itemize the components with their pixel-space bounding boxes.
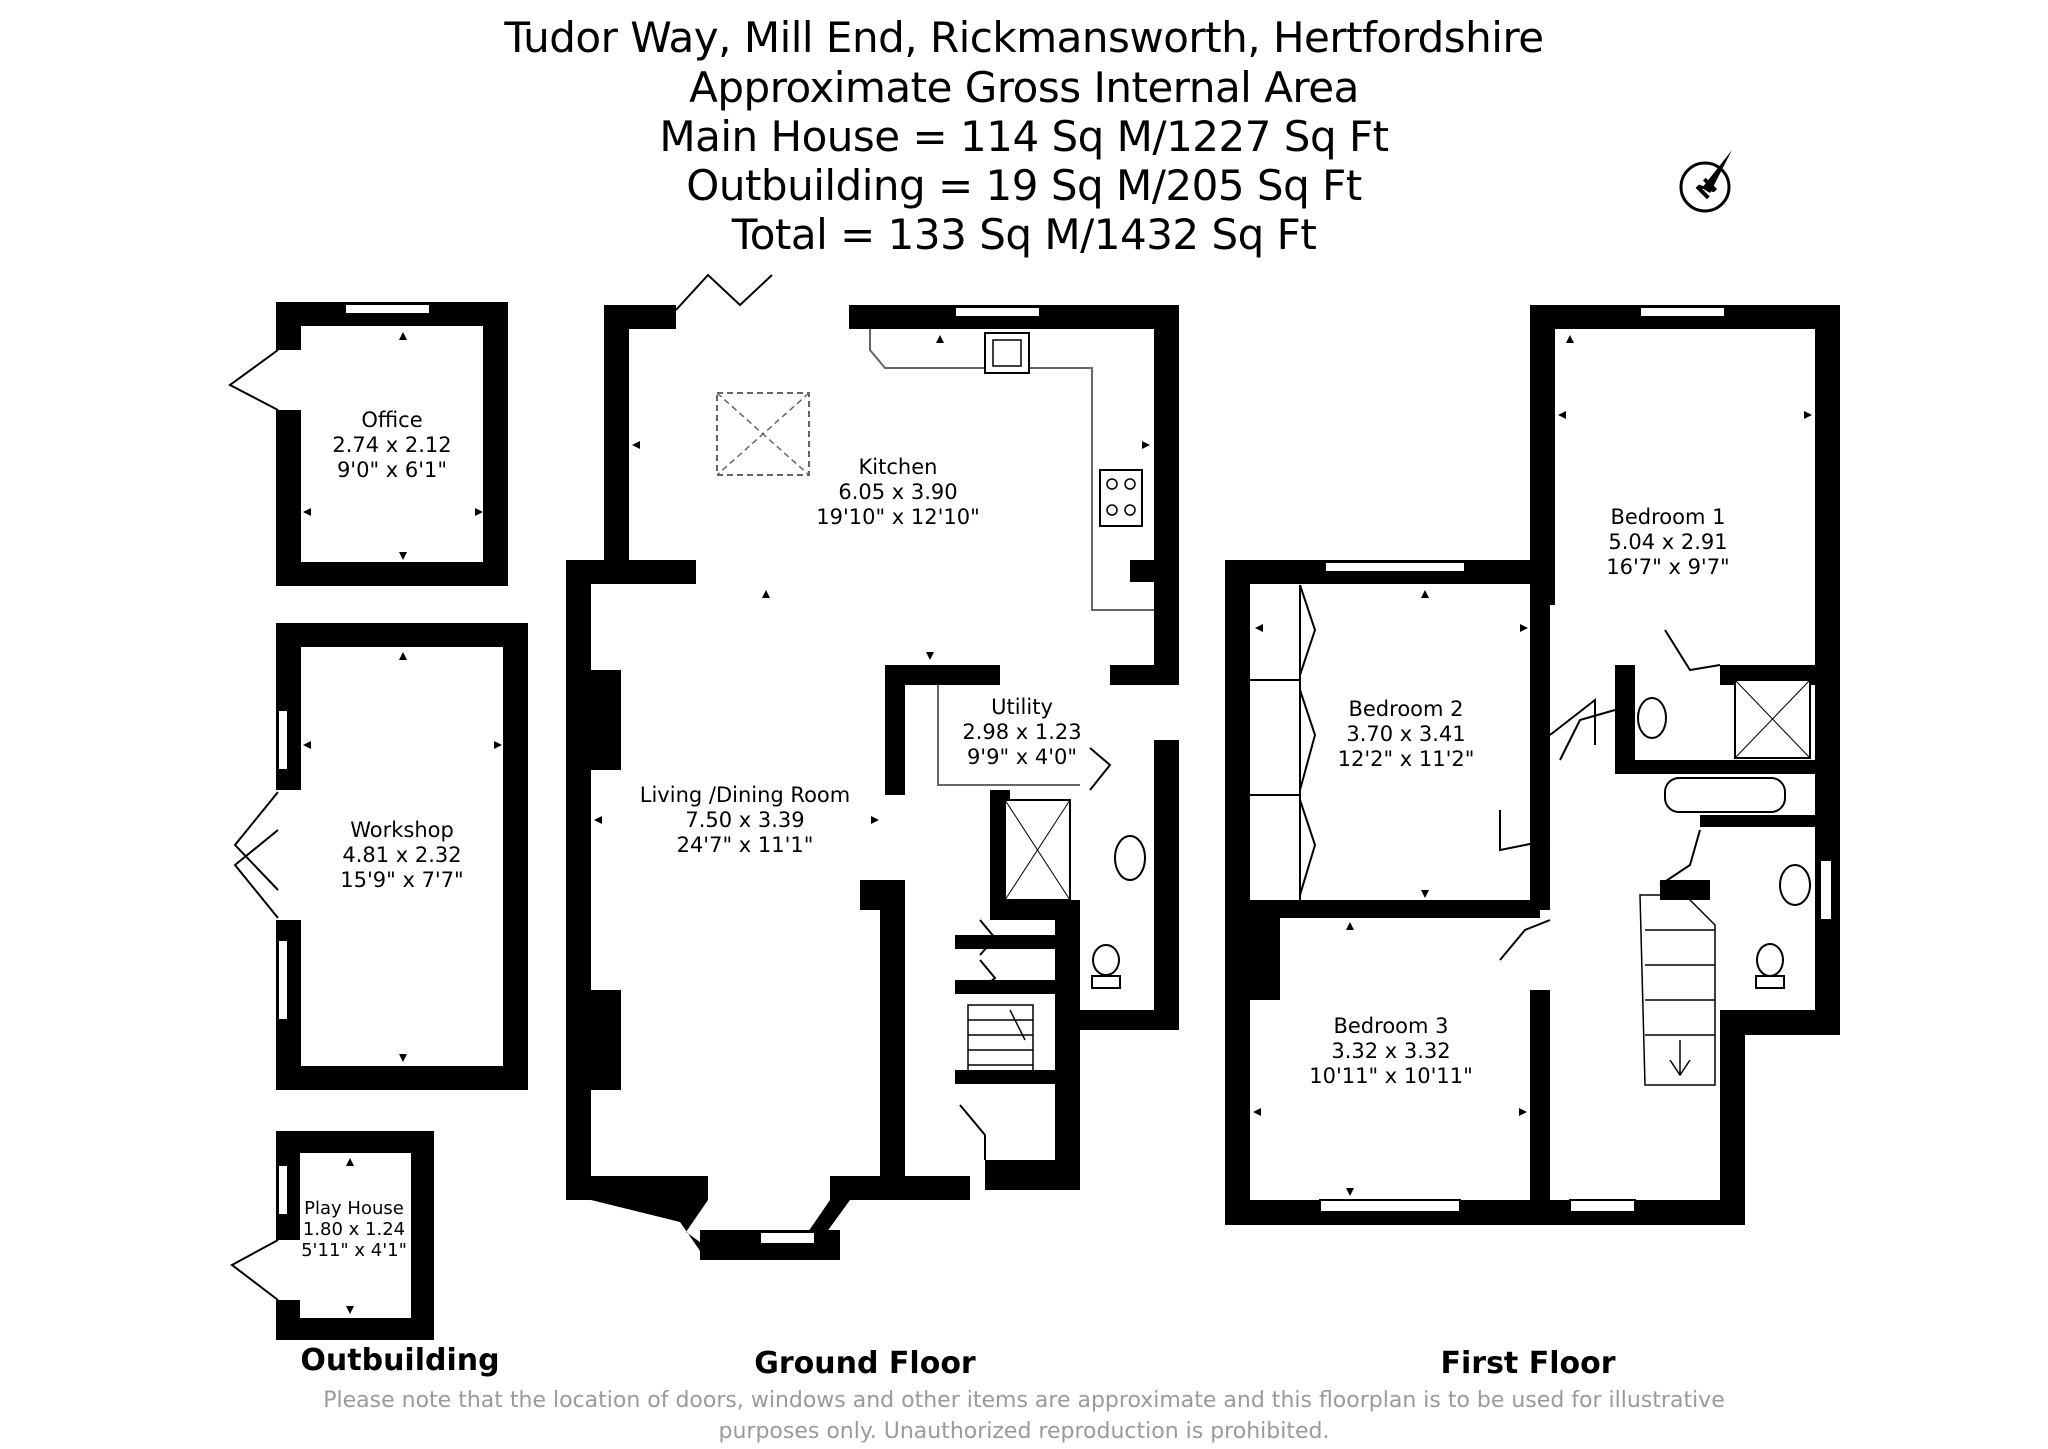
bedroom3-name: Bedroom 3 bbox=[1333, 1014, 1449, 1038]
kitchen-skylight-icon bbox=[716, 392, 810, 476]
play-house-metric: 1.80 x 1.24 bbox=[302, 1219, 406, 1240]
playhouse-window bbox=[277, 1164, 289, 1216]
bedroom2-name: Bedroom 2 bbox=[1348, 697, 1464, 721]
bedroom2-door-arc bbox=[1499, 810, 1551, 852]
total-area: Total = 133 Sq M/1432 Sq Ft bbox=[731, 210, 1317, 259]
ground-stairs bbox=[967, 1004, 1034, 1076]
dimension-markers bbox=[303, 332, 1812, 1314]
bedroom1-imperial: 16'7" x 9'7" bbox=[1606, 555, 1730, 579]
workshop-imperial: 15'9" x 7'7" bbox=[340, 868, 464, 892]
room-label-workshop: Workshop 4.81 x 2.32 15'9" x 7'7" bbox=[340, 818, 463, 893]
bedroom3-metric: 3.32 x 3.32 bbox=[1331, 1039, 1451, 1063]
office-door-gap bbox=[276, 350, 302, 410]
workshop-name: Workshop bbox=[350, 818, 454, 842]
ensuite-shower-icon bbox=[1734, 679, 1811, 759]
utility-name: Utility bbox=[991, 695, 1053, 719]
bedroom1-metric: 5.04 x 2.91 bbox=[1608, 530, 1728, 554]
disclaimer-line2: purposes only. Unauthorized reproduction… bbox=[718, 1419, 1330, 1444]
kitchen-metric: 6.05 x 3.90 bbox=[838, 480, 958, 504]
play-house-imperial: 5'11" x 4'1" bbox=[301, 1240, 407, 1261]
ground-shower-icon bbox=[1004, 799, 1071, 901]
workshop-window-top bbox=[277, 709, 289, 771]
area-title: Approximate Gross Internal Area bbox=[689, 63, 1359, 112]
office-window bbox=[344, 303, 431, 315]
bath-icon bbox=[1664, 777, 1786, 813]
floor-label-outbuilding: Outbuilding bbox=[300, 1343, 500, 1378]
room-label-bedroom1: Bedroom 1 5.04 x 2.91 16'7" x 9'7" bbox=[1606, 505, 1729, 580]
office-door-swing bbox=[228, 349, 279, 411]
workshop-door-gap bbox=[276, 790, 302, 920]
playhouse-walls bbox=[276, 1131, 434, 1340]
ground-basin-icon bbox=[1114, 835, 1146, 881]
bathroom-wc-icon bbox=[1756, 943, 1784, 977]
compass-letter: N bbox=[1692, 174, 1723, 205]
kitchen-imperial: 19'10" x 12'10" bbox=[816, 505, 980, 529]
room-label-bedroom2: Bedroom 2 3.70 x 3.41 12'2" x 11'2" bbox=[1338, 697, 1475, 772]
office-name: Office bbox=[361, 408, 423, 432]
bedroom2-door-swing bbox=[1549, 697, 1596, 745]
floor-label-first: First Floor bbox=[1440, 1346, 1616, 1381]
bedroom1-window bbox=[1639, 306, 1726, 318]
room-label-living: Living /Dining Room 7.50 x 3.39 24'7" x … bbox=[640, 783, 850, 858]
ensuite-door-swing bbox=[1664, 629, 1721, 672]
first-floor-walls bbox=[1225, 305, 1840, 1225]
kitchen-bifold-door bbox=[675, 273, 773, 311]
living-imperial: 24'7" x 11'1" bbox=[676, 833, 814, 857]
bedroom2-wardrobes bbox=[1250, 584, 1317, 900]
kitchen-hob-icon bbox=[1099, 469, 1143, 527]
playhouse-door-swing bbox=[230, 1239, 279, 1301]
disclaimer: Please note that the location of doors, … bbox=[0, 1385, 2048, 1447]
bedroom3-door-arc bbox=[1499, 919, 1551, 961]
ground-wc-icon bbox=[1092, 944, 1120, 976]
bay-window bbox=[759, 1231, 816, 1245]
room-label-bedroom3: Bedroom 3 3.32 x 3.32 10'11" x 10'11" bbox=[1309, 1014, 1473, 1089]
bedroom3-window bbox=[1319, 1199, 1461, 1213]
workshop-metric: 4.81 x 2.32 bbox=[342, 843, 462, 867]
bedroom3-imperial: 10'11" x 10'11" bbox=[1309, 1064, 1473, 1088]
play-house-name: Play House bbox=[304, 1198, 404, 1219]
bedroom2-window bbox=[1324, 561, 1466, 573]
disclaimer-line1: Please note that the location of doors, … bbox=[323, 1388, 1725, 1413]
bathroom-door-swing bbox=[1659, 829, 1701, 886]
ensuite-basin-icon bbox=[1637, 697, 1667, 739]
bathroom-window bbox=[1819, 859, 1833, 921]
utility-worktop bbox=[937, 685, 1080, 786]
bathroom-basin-icon bbox=[1779, 864, 1811, 906]
room-label-office: Office 2.74 x 2.12 9'0" x 6'1" bbox=[332, 408, 451, 483]
landing-window bbox=[1569, 1199, 1636, 1213]
compass-icon: N bbox=[1679, 150, 1732, 213]
utility-door-swing bbox=[1089, 747, 1112, 791]
front-door-swing bbox=[959, 1104, 986, 1160]
kitchen-sink-icon bbox=[984, 332, 1030, 374]
workshop-window-bottom bbox=[277, 939, 289, 1021]
playhouse-door-gap bbox=[276, 1240, 302, 1300]
bedroom2-imperial: 12'2" x 11'2" bbox=[1337, 747, 1475, 771]
kitchen-window bbox=[954, 306, 1041, 318]
address-title: Tudor Way, Mill End, Rickmansworth, Hert… bbox=[504, 13, 1544, 62]
main-house-area: Main House = 114 Sq M/1227 Sq Ft bbox=[659, 112, 1389, 161]
bedroom1-name: Bedroom 1 bbox=[1610, 505, 1726, 529]
utility-metric: 2.98 x 1.23 bbox=[962, 720, 1082, 744]
kitchen-name: Kitchen bbox=[858, 455, 938, 479]
office-metric: 2.74 x 2.12 bbox=[332, 433, 452, 457]
workshop-double-door bbox=[233, 791, 279, 919]
cupboard-door-swing bbox=[979, 919, 997, 991]
first-floor-stairs bbox=[1639, 894, 1716, 1086]
utility-imperial: 9'9" x 4'0" bbox=[966, 745, 1078, 769]
outbuilding-area: Outbuilding = 19 Sq M/205 Sq Ft bbox=[686, 161, 1362, 210]
office-imperial: 9'0" x 6'1" bbox=[336, 458, 448, 482]
room-label-kitchen: Kitchen 6.05 x 3.90 19'10" x 12'10" bbox=[816, 455, 980, 530]
living-name: Living /Dining Room bbox=[639, 783, 851, 807]
floor-label-ground: Ground Floor bbox=[754, 1346, 976, 1381]
landing-door-arc bbox=[1559, 709, 1616, 761]
room-label-utility: Utility 2.98 x 1.23 9'9" x 4'0" bbox=[962, 695, 1081, 770]
living-metric: 7.50 x 3.39 bbox=[685, 808, 805, 832]
bedroom2-metric: 3.70 x 3.41 bbox=[1346, 722, 1466, 746]
room-label-play-house: Play House 1.80 x 1.24 5'11" x 4'1" bbox=[301, 1198, 407, 1261]
